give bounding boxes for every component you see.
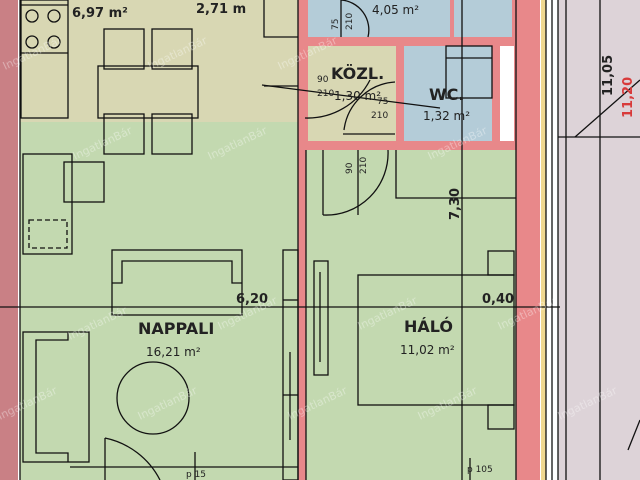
living-floor — [20, 122, 298, 480]
balcony — [558, 0, 640, 480]
svg-text:210: 210 — [317, 89, 334, 99]
sill-height-1: p 15 — [186, 470, 206, 480]
dimension-width-main: 6,20 — [236, 292, 268, 307]
dimension-total-1: 11,05 — [601, 55, 616, 96]
kitchen-area: 6,97 m² — [72, 6, 128, 21]
svg-text:90: 90 — [317, 75, 329, 85]
svg-text:210: 210 — [345, 13, 355, 30]
outer-wall-right — [516, 0, 540, 480]
svg-text:210: 210 — [371, 111, 388, 121]
bathroom-floor — [308, 0, 450, 37]
bedroom-name: HÁLÓ — [404, 317, 453, 336]
kitchen-floor — [20, 0, 298, 122]
bathroom-floor-2 — [454, 0, 512, 37]
living-name: NAPPALI — [138, 319, 214, 338]
facade-strip — [541, 0, 546, 480]
door-label-2: 90 210 — [317, 75, 334, 99]
wc-floor — [404, 46, 492, 141]
wc-area: 1,32 m² — [423, 109, 470, 123]
dining-area: 2,71 m — [196, 2, 246, 17]
corridor-area: 1,30 m² — [334, 89, 381, 103]
svg-text:75: 75 — [377, 97, 388, 107]
dimension-wall-thickness: 0,40 — [482, 292, 514, 307]
svg-text:90: 90 — [345, 162, 355, 174]
bedroom-floor — [306, 150, 516, 480]
door-label-4: 90 210 — [345, 157, 369, 174]
dimension-total-2: 11,20 — [621, 77, 636, 118]
corridor-floor — [308, 46, 396, 141]
window-wc — [500, 46, 514, 141]
door-label-3: 75 210 — [371, 97, 388, 121]
wall-vertical-middle — [298, 0, 306, 480]
wc-name: WC. — [429, 85, 464, 104]
svg-text:75: 75 — [331, 19, 341, 30]
svg-text:210: 210 — [359, 157, 369, 174]
sill-height-2: p 105 — [467, 465, 493, 475]
outer-wall-left — [0, 0, 18, 480]
dimension-bedroom-height: 7,30 — [448, 188, 463, 220]
bathroom-area: 4,05 m² — [372, 3, 419, 17]
living-area: 16,21 m² — [146, 345, 201, 359]
bedroom-area: 11,02 m² — [400, 343, 455, 357]
door-label-1: 75 210 — [331, 13, 355, 30]
corridor-name: KÖZL. — [331, 64, 384, 83]
